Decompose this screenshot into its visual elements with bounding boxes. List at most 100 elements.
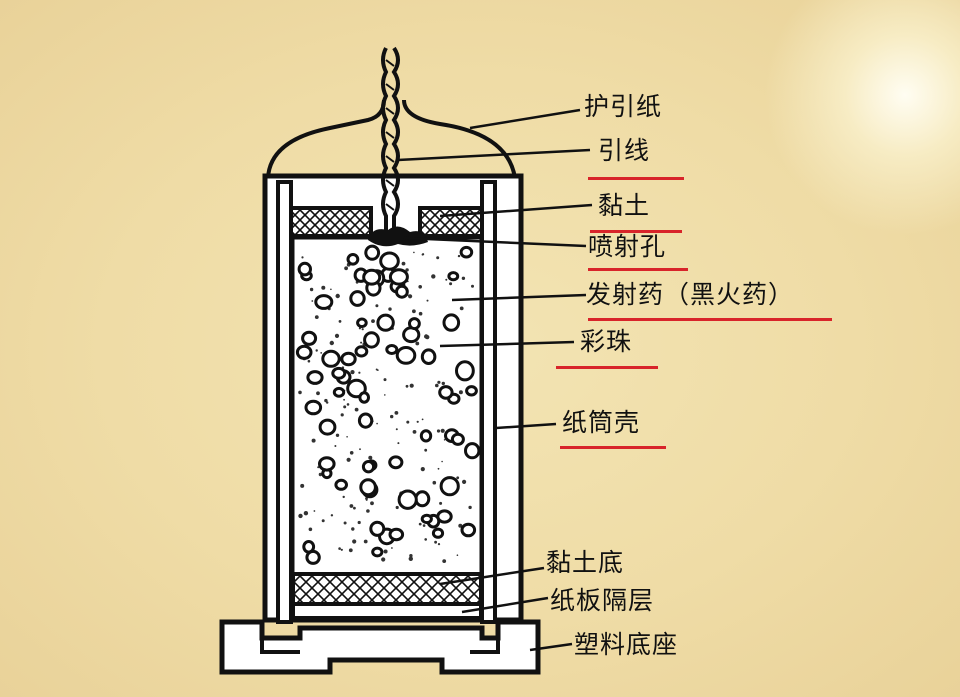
color-star-bead: [442, 313, 461, 332]
color-star-bead: [332, 386, 346, 398]
propellant-speck: [352, 539, 357, 544]
propellant-speck: [435, 383, 439, 388]
label-paper-tube: 纸筒壳: [562, 408, 641, 437]
propellant-speck: [424, 334, 429, 339]
color-star-bead: [460, 522, 477, 538]
color-star-bead: [379, 251, 400, 271]
color-star-bead: [464, 442, 481, 460]
propellant-speck: [320, 352, 323, 354]
propellant-speck: [318, 472, 323, 477]
propellant-speck: [335, 293, 340, 299]
propellant-speck: [388, 307, 392, 311]
fuse-shape: [381, 46, 400, 236]
propellant-speck: [422, 524, 426, 527]
propellant-speck: [368, 455, 373, 460]
propellant-speck: [441, 460, 443, 463]
propellant-speck: [321, 519, 325, 523]
color-star-bead: [349, 290, 366, 307]
propellant-speck: [421, 253, 424, 256]
propellant-speck: [314, 315, 319, 319]
propellant-speck: [437, 543, 441, 546]
label-fuse: 引线: [598, 136, 651, 165]
propellant-speck: [445, 278, 448, 281]
propellant-speck: [371, 319, 375, 323]
propellant-speck: [340, 413, 344, 417]
color-star-bead: [301, 330, 318, 346]
propellant-speck: [298, 513, 303, 519]
propellant-speck: [350, 370, 355, 375]
color-star-bead: [297, 261, 312, 277]
color-star-bead: [402, 326, 421, 344]
color-star-bead: [354, 345, 369, 358]
propellant-speck: [351, 527, 355, 531]
propellant-speck: [298, 390, 302, 395]
propellant-speck: [436, 429, 441, 433]
propellant-speck: [413, 251, 415, 254]
underline-stars: [556, 366, 658, 369]
propellant-speck: [359, 448, 361, 451]
propellant-speck: [349, 504, 354, 508]
color-stars-beads: [295, 244, 481, 565]
propellant-speck: [457, 254, 461, 258]
underline-fuse: [588, 177, 684, 180]
propellant-speck: [412, 309, 416, 314]
underline-clay: [590, 230, 682, 233]
color-star-bead: [438, 385, 454, 400]
propellant-speck: [343, 405, 347, 409]
propellant-speck: [376, 422, 378, 425]
color-star-bead: [362, 268, 382, 286]
color-star-bead: [419, 429, 433, 443]
color-star-bead: [321, 349, 341, 368]
label-nozzle: 喷射孔: [588, 232, 667, 261]
propellant-speck: [443, 439, 446, 441]
propellant-speck: [458, 390, 463, 395]
propellant-speck: [426, 299, 429, 302]
color-star-bead: [314, 294, 334, 310]
propellant-speck: [383, 378, 387, 382]
propellant-speck: [300, 483, 305, 488]
clay-base-shape: [291, 572, 483, 606]
leader-lines: [397, 108, 593, 652]
underline-nozzle: [588, 268, 688, 271]
propellant-speck: [321, 285, 326, 290]
propellant-speck: [395, 428, 398, 431]
label-clay-base: 黏土底: [546, 548, 625, 577]
propellant-speck: [405, 268, 409, 272]
propellant-speck: [354, 407, 359, 412]
propellant-speck: [437, 380, 441, 384]
color-star-bead: [340, 351, 357, 367]
color-star-bead: [305, 549, 321, 565]
propellant-speck: [346, 457, 351, 462]
propellant-speck: [418, 285, 423, 289]
propellant-speck: [357, 520, 361, 525]
propellant-speck: [384, 394, 386, 396]
color-star-bead: [346, 252, 360, 266]
color-star-bead: [331, 366, 347, 380]
propellant-speck: [471, 284, 474, 288]
propellant-speck: [441, 381, 445, 386]
propellant-speck: [416, 420, 419, 423]
propellant-speck: [437, 467, 440, 470]
color-star-bead: [364, 244, 381, 261]
propellant-speck: [360, 341, 363, 344]
color-star-bead: [306, 370, 324, 385]
propellant-speck: [462, 479, 467, 484]
label-protective-paper: 护引纸: [584, 92, 663, 121]
color-star-bead: [357, 412, 374, 429]
propellant-speck: [394, 411, 399, 415]
propellant-speck: [420, 467, 425, 472]
label-plastic-base: 塑料底座: [574, 630, 679, 659]
propellant-speck: [468, 505, 472, 510]
propellant-speck: [309, 287, 314, 292]
color-star-bead: [318, 456, 336, 472]
propellant-speck: [344, 266, 348, 271]
propellant-speck: [395, 505, 399, 510]
color-star-bead: [388, 455, 404, 470]
color-star-bead: [359, 478, 377, 497]
propellant-speck: [418, 311, 423, 316]
propellant-speck: [439, 501, 443, 505]
propellant-speck: [301, 256, 304, 259]
propellant-speck: [324, 398, 328, 403]
propellant-speck: [343, 521, 347, 525]
plastic-base-shape: [219, 619, 541, 675]
